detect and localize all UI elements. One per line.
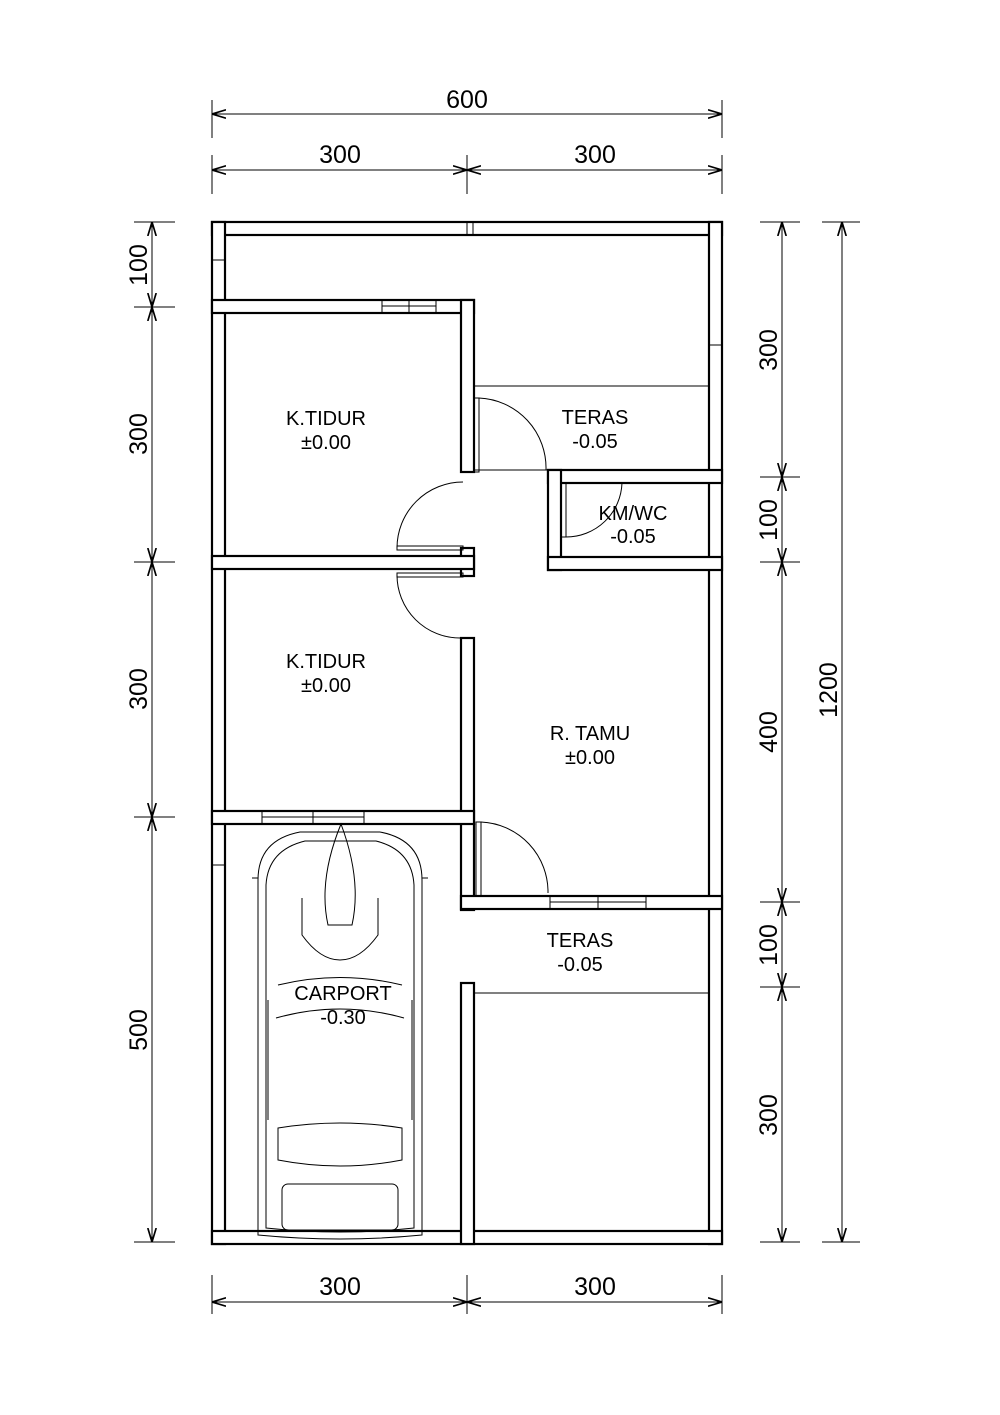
dim-left-4-label: 500: [125, 1009, 153, 1051]
dim-top-left-label: 300: [319, 141, 361, 169]
dim-right-1-label: 300: [755, 329, 783, 371]
door-bathroom[interactable]: [560, 482, 623, 538]
walls: [210, 220, 724, 1246]
dim-bottom-left-label: 300: [319, 1273, 361, 1301]
room-level: ±0.00: [301, 432, 351, 454]
dim-left-2-label: 300: [125, 413, 153, 455]
dimension-left-chain: 100 300 300 500: [125, 221, 175, 1243]
door-terrace-top[interactable]: [473, 397, 547, 473]
dim-top-total-label: 600: [446, 86, 488, 114]
dim-right-5-label: 300: [755, 1094, 783, 1136]
room-level: -0.05: [557, 954, 603, 976]
door-living-room[interactable]: [475, 821, 549, 897]
room-bedroom-2: K.TIDUR ±0.00: [286, 651, 366, 697]
dim-right-4-label: 100: [755, 924, 783, 966]
room-bedroom-1: K.TIDUR ±0.00: [286, 408, 366, 454]
dimension-top-total: 600: [211, 86, 723, 138]
room-name: K.TIDUR: [286, 651, 366, 673]
doors: [396, 397, 623, 897]
room-name: R. TAMU: [550, 723, 630, 745]
room-name: KM/WC: [599, 503, 668, 525]
room-terrace-bottom: TERAS -0.05: [547, 930, 614, 976]
room-name: TERAS: [562, 407, 629, 429]
room-name: K.TIDUR: [286, 408, 366, 430]
room-level: -0.05: [572, 431, 618, 453]
dim-left-1-label: 100: [125, 244, 153, 286]
room-level: ±0.00: [301, 675, 351, 697]
room-terrace-top: TERAS -0.05: [562, 407, 629, 453]
room-level: -0.30: [320, 1007, 366, 1029]
dimension-right-total: 1200: [815, 221, 860, 1243]
dimension-right-chain: 300 100 400 100 300: [755, 221, 800, 1243]
room-level: ±0.00: [565, 747, 615, 769]
room-level: -0.05: [610, 526, 656, 548]
room-name: CARPORT: [294, 983, 391, 1005]
room-bathroom: KM/WC -0.05: [599, 503, 668, 548]
car-icon: [252, 822, 428, 1240]
door-bedroom-1[interactable]: [396, 481, 464, 551]
dimension-bottom-split: 300 300: [211, 1273, 723, 1314]
dim-right-total-label: 1200: [815, 662, 843, 718]
dim-top-right-label: 300: [574, 141, 616, 169]
room-carport: CARPORT -0.30: [294, 983, 391, 1029]
dim-bottom-right-label: 300: [574, 1273, 616, 1301]
door-bedroom-2[interactable]: [396, 572, 464, 639]
room-living: R. TAMU ±0.00: [550, 723, 630, 769]
room-name: TERAS: [547, 930, 614, 952]
dimension-top-split: 300 300: [211, 141, 723, 194]
windows: [212, 259, 722, 910]
dim-right-3-label: 400: [755, 711, 783, 753]
dim-left-3-label: 300: [125, 668, 153, 710]
dim-right-2-label: 100: [755, 499, 783, 541]
